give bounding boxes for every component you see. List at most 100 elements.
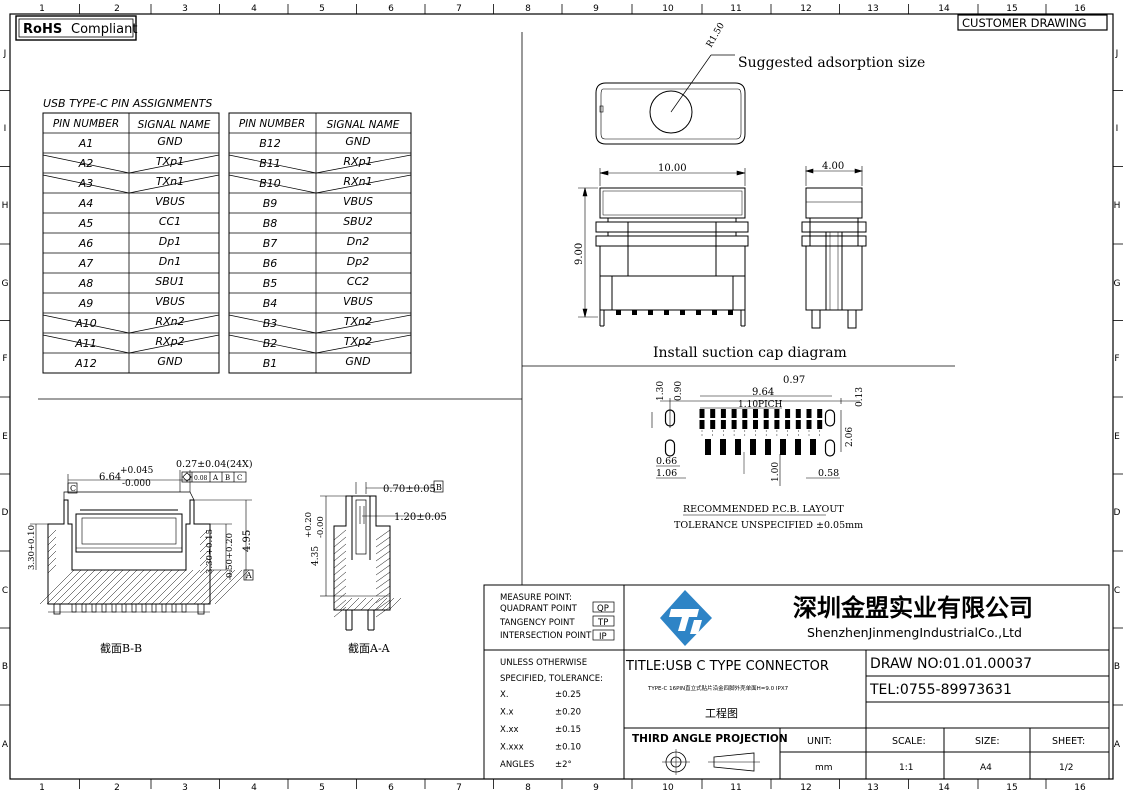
suction-cap-caption: Install suction cap diagram — [653, 345, 847, 361]
hatch-line — [381, 597, 395, 611]
row-label: G — [2, 279, 9, 289]
pin-number-cell: B4 — [263, 297, 278, 310]
hatch-line — [375, 578, 391, 590]
row-label: C — [1114, 586, 1120, 596]
pcb-dim-2-06: 2.06 — [845, 427, 855, 447]
pin-table-title: USB TYPE-C PIN ASSIGNMENTS — [43, 97, 212, 110]
row-label: A — [2, 740, 9, 750]
hatch-line — [346, 597, 360, 611]
rohs-label: RoHS — [23, 22, 62, 37]
column-label: 5 — [319, 783, 325, 793]
hatch-line — [333, 585, 347, 597]
pcb-pad — [699, 420, 705, 429]
pcb-dim-9-64: 9.64 — [752, 387, 774, 398]
strike-line — [315, 174, 412, 194]
hatch-line — [199, 543, 209, 553]
column-label: 7 — [456, 4, 462, 14]
hatch-line — [333, 571, 347, 583]
pin-number-cell: A3 — [78, 177, 94, 190]
row-label: J — [3, 49, 7, 59]
tolerance-key: X.xxx — [500, 743, 524, 753]
strike-line — [42, 314, 130, 334]
section-pin — [141, 603, 147, 613]
draw-number: DRAW NO:01.01.00037 — [870, 656, 1032, 672]
width-dimension-value: 10.00 — [658, 163, 687, 174]
signal-name-cell: Dn2 — [347, 235, 369, 248]
row-label: C — [2, 586, 8, 596]
bb-dim-0-50: 0.50+0.20 — [225, 533, 235, 578]
section-pin — [81, 603, 87, 613]
section-aa-hatching — [333, 529, 402, 618]
tolerance-value: ±0.25 — [555, 690, 581, 700]
column-label: 6 — [388, 4, 394, 14]
strike-line — [315, 334, 412, 354]
strike-line — [228, 154, 317, 174]
hatch-line — [374, 597, 388, 611]
bb-dim-6-64: 6.64 — [99, 472, 121, 483]
strike-line — [228, 334, 317, 354]
pcb-pad — [795, 439, 801, 455]
pcb-dimension-lines — [651, 395, 860, 486]
scale-value: 1:1 — [899, 763, 913, 773]
signal-name-cell: TXn1 — [156, 175, 184, 188]
column-label: 16 — [1074, 783, 1086, 793]
strike-line — [315, 314, 412, 334]
strike-line — [228, 174, 317, 194]
pcb-dim-1-30: 1.30 — [656, 381, 666, 401]
column-label: 15 — [1006, 783, 1017, 793]
hatch-line — [186, 569, 222, 605]
datum-a-box — [243, 569, 254, 581]
intersection-point-code: IP — [599, 632, 607, 642]
pcb-pad — [810, 439, 816, 455]
signal-name-cell: Dn1 — [159, 255, 181, 268]
row-label: D — [1114, 508, 1121, 518]
column-label: 15 — [1006, 4, 1017, 14]
aa-dim-0-70: 0.70±0.05 — [383, 484, 436, 495]
measure-point-heading: MEASURE POINT: — [500, 593, 572, 603]
section-pin — [101, 603, 107, 613]
left-signal-name-header: SIGNAL NAME — [138, 119, 211, 131]
tolerance-key: X. — [500, 690, 509, 700]
aa-tol-down: -0.00 — [316, 516, 326, 538]
telephone: TEL:0755-89973631 — [869, 682, 1012, 698]
hatch-line — [39, 569, 75, 605]
pcb-pad — [731, 409, 737, 418]
hatch-line — [88, 569, 124, 605]
column-label: 1 — [39, 783, 45, 793]
section-pin — [181, 603, 187, 613]
hatch-line — [360, 597, 374, 611]
signal-name-cell: TXn2 — [344, 315, 372, 328]
pcb-pad — [742, 409, 748, 418]
top-view-adsorption — [595, 54, 746, 145]
datum-c-box — [67, 482, 78, 494]
hatch-line — [47, 529, 57, 539]
row-label: F — [2, 354, 7, 364]
datum-a-label: A — [245, 571, 252, 580]
section-bb-hatching — [39, 529, 250, 605]
row-label: H — [1114, 201, 1121, 211]
pcb-pad — [765, 439, 771, 455]
hatch-line — [67, 569, 103, 605]
pin-number-cell: B12 — [259, 137, 281, 150]
row-label: B — [2, 662, 8, 672]
row-label: B — [1114, 662, 1120, 672]
section-pin — [161, 603, 167, 613]
pcb-pad — [742, 420, 748, 429]
column-label: 7 — [456, 783, 462, 793]
row-label: I — [1116, 124, 1119, 134]
pin-number-cell: A1 — [78, 137, 94, 150]
bb-dim-3-30a: 3.30+0.10 — [27, 525, 37, 570]
fcf-datum-a: A — [212, 474, 219, 482]
column-label: 4 — [251, 4, 257, 14]
tolerance-key: X.xx — [500, 725, 519, 735]
pcb-pad — [735, 439, 741, 455]
fcf-value: 0.08 — [194, 475, 208, 482]
tangency-point-label: TANGENCY POINT — [499, 618, 575, 628]
strike-line — [128, 314, 220, 334]
pcb-pad — [710, 420, 716, 429]
tolerance-heading-1: UNLESS OTHERWISE — [500, 658, 587, 668]
datum-c-label: C — [70, 484, 76, 493]
pin-number-cell: B9 — [263, 197, 278, 210]
column-label: 12 — [800, 783, 811, 793]
pcb-slot-pad — [824, 409, 836, 427]
